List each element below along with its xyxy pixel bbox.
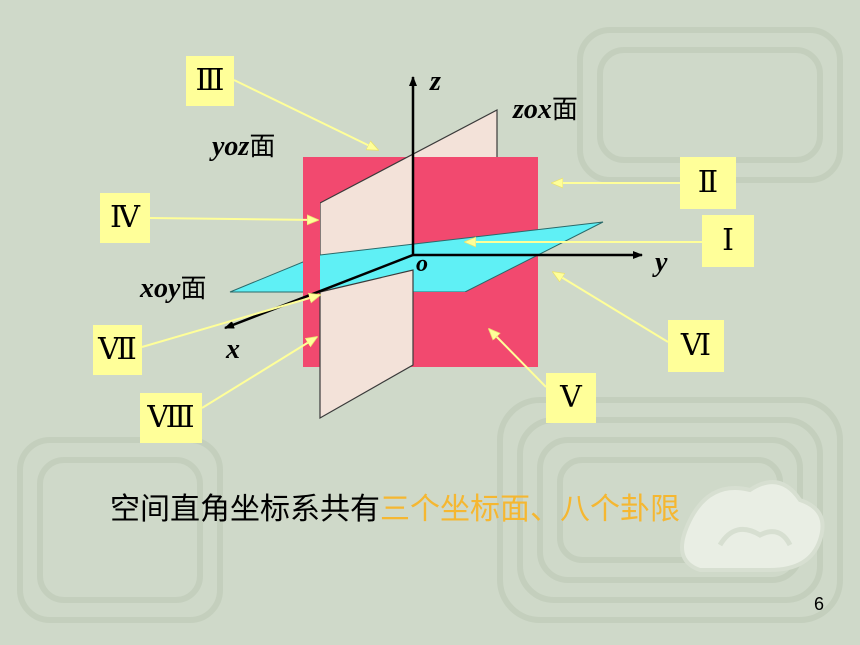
x-axis-label: x [226, 334, 240, 365]
xoy-plane-label: xoy面 [140, 275, 206, 303]
octant-label-VII: Ⅶ [93, 325, 142, 375]
zox-plane-lower [319, 269, 414, 420]
pointer-VIII [201, 337, 317, 409]
octant-label-II: Ⅱ [680, 157, 736, 209]
octant-label-VI: Ⅵ [668, 320, 724, 372]
xoy-plane-label-text: xoy [140, 273, 181, 304]
octant-label-IV: Ⅳ [100, 193, 150, 243]
y-axis-label: y [655, 247, 668, 278]
octant-label-VIII: Ⅷ [140, 393, 202, 443]
octant-label-III: Ⅲ [186, 56, 234, 106]
pointer-V [489, 329, 547, 388]
caption-prefix: 空间直角坐标系共有 [110, 492, 380, 527]
octant-label-I: Ⅰ [702, 215, 754, 267]
pointer-VI [553, 272, 669, 343]
pointer-III [233, 79, 378, 151]
yoz-plane-label-face: 面 [249, 132, 276, 162]
page-number: 6 [813, 594, 824, 614]
yoz-plane-label: yoz面 [212, 133, 275, 161]
pointer-VII [141, 295, 320, 348]
yoz-plane-front [413, 157, 538, 255]
zox-plane-label-text: zox [513, 94, 552, 125]
yoz-plane-label-text: yoz [212, 131, 250, 162]
yoz-plane-left [303, 157, 320, 367]
zox-plane-label: zox面 [513, 96, 578, 124]
z-axis-label: z [430, 66, 441, 97]
pointer-IV [149, 218, 318, 220]
cloud-ornament [680, 480, 825, 572]
caption-highlight: 三个坐标面、八个卦限 [380, 492, 680, 527]
caption: 空间直角坐标系共有三个坐标面、八个卦限 [110, 484, 680, 528]
zox-plane-label-face: 面 [551, 95, 578, 125]
xoy-plane-label-face: 面 [180, 274, 207, 304]
origin-label: o [416, 251, 428, 277]
x-axis [224, 253, 414, 330]
octant-label-V: Ⅴ [546, 373, 596, 423]
